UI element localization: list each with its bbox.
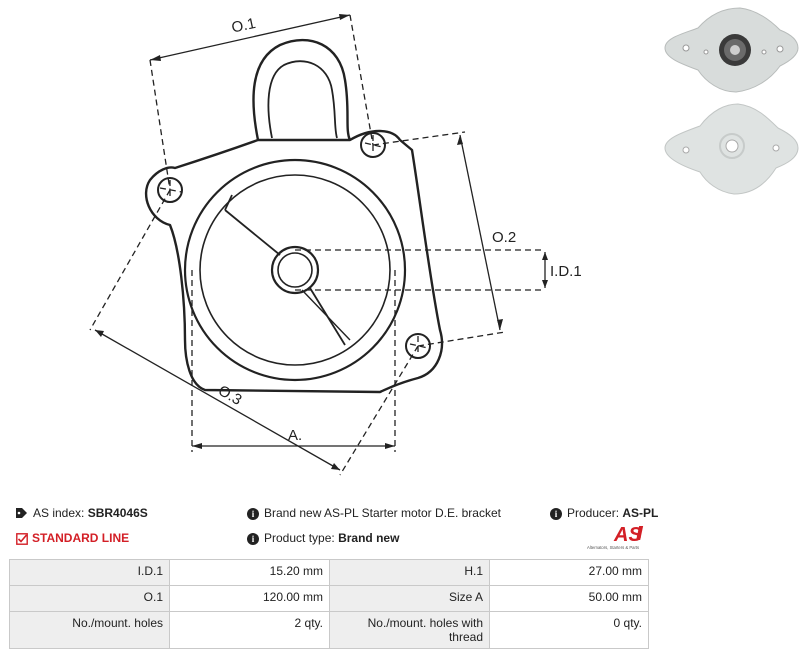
info-icon: i: [247, 507, 259, 520]
as-pl-logo: AS Alternators, Starters & Parts: [587, 524, 644, 550]
product-photo-back[interactable]: [662, 100, 800, 200]
spec-value: 27.00 mm: [489, 559, 649, 586]
description: i Brand new AS-PL Starter motor D.E. brac…: [247, 506, 501, 520]
producer: i Producer: AS-PL: [550, 506, 658, 520]
spec-value: 15.20 mm: [169, 559, 330, 586]
specifications-table: I.D.1 15.20 mm H.1 27.00 mm O.1 120.00 m…: [9, 559, 649, 649]
standard-line-label: STANDARD LINE: [32, 531, 130, 545]
as-index: AS index: SBR4046S: [16, 506, 148, 520]
standard-line-badge: STANDARD LINE: [16, 531, 129, 545]
spec-label: No./mount. holes: [9, 611, 170, 649]
svg-text:AS: AS: [613, 524, 642, 546]
spec-value: 0 qty.: [489, 611, 649, 649]
info-icon: i: [247, 532, 259, 545]
description-text: Brand new AS-PL Starter motor D.E. brack…: [264, 506, 501, 520]
spec-value: 2 qty.: [169, 611, 330, 649]
table-row: No./mount. holes 2 qty. No./mount. holes…: [9, 611, 649, 649]
producer-label: Producer:: [567, 506, 620, 520]
producer-value: AS-PL: [622, 506, 659, 520]
info-icon: i: [550, 507, 562, 520]
dimension-label-o2: O.2: [492, 229, 516, 246]
spec-label: H.1: [329, 559, 490, 586]
spec-label: No./mount. holes with thread: [329, 611, 490, 649]
spec-label: O.1: [9, 585, 170, 612]
dimension-label-a: A.: [288, 427, 302, 444]
dimension-label-id1: I.D.1: [550, 263, 582, 280]
table-row: I.D.1 15.20 mm H.1 27.00 mm: [9, 559, 649, 586]
technical-drawing: O.1 O.2 I.D.1 O.3 A.: [89, 14, 582, 476]
product-type: i Product type: Brand new: [247, 531, 399, 545]
spec-value: 120.00 mm: [169, 585, 330, 612]
product-photo-front[interactable]: [662, 0, 800, 100]
dimension-label-o1: O.1: [230, 15, 257, 37]
as-index-value: SBR4046S: [87, 506, 148, 520]
as-index-label: AS index:: [33, 506, 85, 520]
spec-label: I.D.1: [9, 559, 170, 586]
product-type-value: Brand new: [338, 531, 400, 545]
svg-text:Alternators, Starters & Parts: Alternators, Starters & Parts: [587, 545, 639, 550]
dimension-label-o3: O.3: [215, 382, 244, 409]
spec-label: Size A: [329, 585, 490, 612]
tag-icon: [16, 508, 27, 519]
checkbox-checked-icon: [16, 532, 28, 545]
product-type-label: Product type:: [264, 531, 335, 545]
spec-value: 50.00 mm: [489, 585, 649, 612]
table-row: O.1 120.00 mm Size A 50.00 mm: [9, 585, 649, 612]
